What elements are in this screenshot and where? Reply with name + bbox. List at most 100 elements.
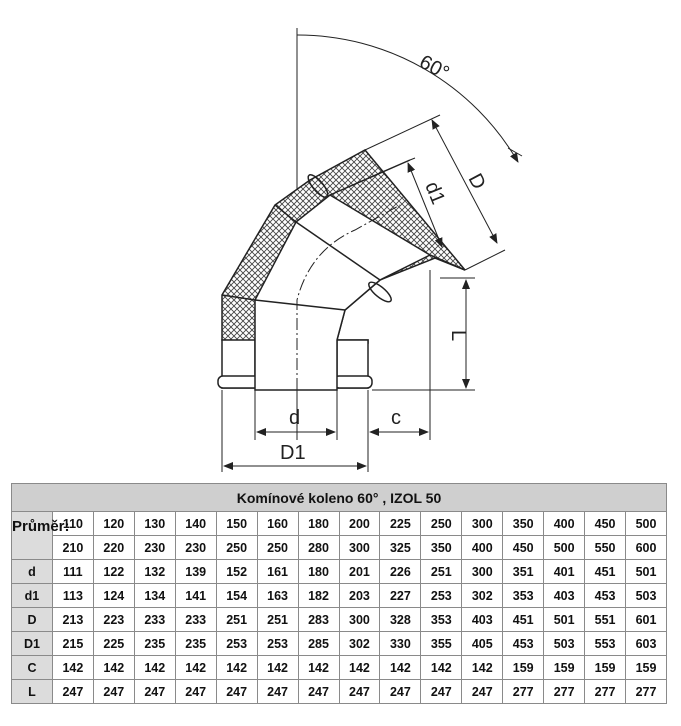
table-cell: 350 [502, 511, 545, 536]
table-cell: 247 [174, 679, 217, 704]
table-cell: 142 [92, 655, 135, 680]
table-cell: 134 [133, 583, 176, 608]
table-cell: 142 [174, 655, 217, 680]
table-cell: 403 [543, 583, 586, 608]
table-cell: 130 [133, 511, 176, 536]
table-cell: 283 [297, 607, 340, 632]
row-label: Průměr: [11, 511, 70, 560]
table-cell: 302 [461, 583, 504, 608]
table-cell: 225 [92, 631, 135, 656]
table-cell: 161 [256, 559, 299, 584]
table-cell: 500 [625, 511, 667, 536]
table-cell: 453 [502, 631, 545, 656]
dim-c-label: c [391, 407, 401, 429]
table-cell: 159 [584, 655, 627, 680]
table-cell: 142 [256, 655, 299, 680]
table-cell: 251 [420, 559, 463, 584]
table-cell: 277 [502, 679, 545, 704]
dim-D1-label: D1 [280, 442, 306, 464]
table-cell: 141 [174, 583, 217, 608]
table-cell: 353 [420, 607, 463, 632]
table-cell: 233 [133, 607, 176, 632]
table-cell: 250 [215, 535, 258, 560]
table-cell: 277 [543, 679, 586, 704]
table-cell: 142 [133, 655, 176, 680]
table-cell: 451 [502, 607, 545, 632]
table-cell: 250 [420, 511, 463, 536]
row-label: D [11, 607, 53, 632]
table-cell: 230 [133, 535, 176, 560]
table-cell: 501 [543, 607, 586, 632]
table-cell: 113 [51, 583, 94, 608]
table-cell: 451 [584, 559, 627, 584]
table-cell: 601 [625, 607, 667, 632]
angle-label: 60° [416, 51, 453, 85]
table-cell: 300 [461, 559, 504, 584]
table-cell: 353 [502, 583, 545, 608]
table-cell: 201 [338, 559, 381, 584]
table-cell: 247 [297, 679, 340, 704]
table-cell: 280 [297, 535, 340, 560]
table-cell: 400 [461, 535, 504, 560]
table-cell: 203 [338, 583, 381, 608]
table-cell: 220 [92, 535, 135, 560]
table-cell: 140 [174, 511, 217, 536]
table-cell: 142 [420, 655, 463, 680]
table-cell: 250 [256, 535, 299, 560]
table-cell: 150 [215, 511, 258, 536]
table-cell: 159 [625, 655, 667, 680]
table-cell: 142 [215, 655, 258, 680]
table-cell: 142 [461, 655, 504, 680]
table-cell: 330 [379, 631, 422, 656]
table-cell: 247 [215, 679, 258, 704]
table-cell: 160 [256, 511, 299, 536]
row-label: L [11, 679, 53, 704]
table-cell: 210 [51, 535, 94, 560]
table-cell: 142 [379, 655, 422, 680]
table-cell: 111 [51, 559, 94, 584]
table-cell: 501 [625, 559, 667, 584]
table-cell: 225 [379, 511, 422, 536]
table-cell: 351 [502, 559, 545, 584]
table-cell: 180 [297, 559, 340, 584]
table-cell: 226 [379, 559, 422, 584]
table-cell: 247 [256, 679, 299, 704]
table-cell: 142 [297, 655, 340, 680]
dim-L-label: L [447, 330, 469, 341]
table-cell: 142 [51, 655, 94, 680]
table-cell: 401 [543, 559, 586, 584]
table-cell: 300 [338, 535, 381, 560]
table-cell: 247 [461, 679, 504, 704]
table-cell: 182 [297, 583, 340, 608]
table-cell: 285 [297, 631, 340, 656]
table-cell: 403 [461, 607, 504, 632]
table-cell: 405 [461, 631, 504, 656]
inner-pipe [254, 194, 432, 391]
table-cell: 235 [133, 631, 176, 656]
table-cell: 159 [502, 655, 545, 680]
table-title: Komínové koleno 60° , IZOL 50 [11, 483, 667, 512]
table-cell: 503 [625, 583, 667, 608]
table-cell: 503 [543, 631, 586, 656]
table-cell: 300 [461, 511, 504, 536]
dim-D-label: D [464, 170, 490, 193]
row-label: d1 [11, 583, 53, 608]
table-cell: 247 [92, 679, 135, 704]
row-label: C [11, 655, 53, 680]
table-cell: 553 [584, 631, 627, 656]
table-cell: 325 [379, 535, 422, 560]
table-cell: 277 [625, 679, 667, 704]
table-cell: 247 [338, 679, 381, 704]
table-cell: 551 [584, 607, 627, 632]
table-cell: 120 [92, 511, 135, 536]
table-cell: 180 [297, 511, 340, 536]
table-cell: 350 [420, 535, 463, 560]
table-cell: 453 [584, 583, 627, 608]
table-cell: 227 [379, 583, 422, 608]
